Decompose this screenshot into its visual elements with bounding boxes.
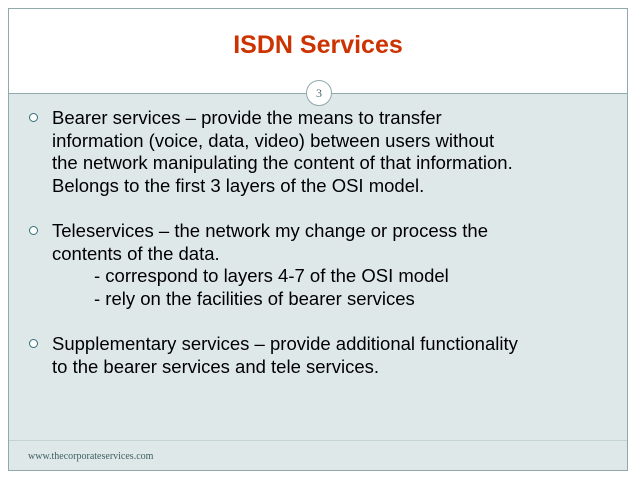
- hollow-circle-bullet-icon: [29, 113, 38, 122]
- bullet-teleservices: Teleservices – the network my change or …: [9, 220, 627, 310]
- bullet-sub-line: - correspond to layers 4-7 of the OSI mo…: [94, 265, 449, 286]
- bullet-text-line: to the bearer services and tele services…: [52, 355, 379, 377]
- footer-bar: www.thecorporateservices.com: [9, 440, 627, 470]
- content-area: Bearer services – provide the means to t…: [9, 94, 627, 440]
- slide-title: ISDN Services: [233, 31, 403, 59]
- title-area: ISDN Services: [9, 9, 627, 93]
- bullet-text-line: Belongs to the first 3 layers of the OSI…: [52, 174, 425, 196]
- bullet-text-line: Teleservices – the network my change or …: [52, 220, 488, 241]
- bullet-list: Bearer services – provide the means to t…: [9, 107, 627, 378]
- bullet-text-line: information (voice, data, video) between…: [52, 129, 495, 151]
- bullet-text-line: contents of the data.: [52, 242, 220, 264]
- slide-number-badge: 3: [306, 80, 332, 106]
- bullet-supplementary-services: Supplementary services – provide additio…: [9, 333, 627, 378]
- bullet-text-line: Bearer services – provide the means to t…: [52, 107, 442, 128]
- bullet-bearer-services: Bearer services – provide the means to t…: [9, 107, 627, 197]
- hollow-circle-bullet-icon: [29, 339, 38, 348]
- footer-url: www.thecorporateservices.com: [28, 451, 154, 462]
- slide: ISDN Services Bearer services – provide …: [8, 8, 628, 471]
- bullet-text-line: the network manipulating the content of …: [52, 152, 513, 173]
- bullet-text-line: Supplementary services – provide additio…: [52, 333, 518, 354]
- hollow-circle-bullet-icon: [29, 226, 38, 235]
- bullet-sub-line: - rely on the facilities of bearer servi…: [94, 287, 415, 309]
